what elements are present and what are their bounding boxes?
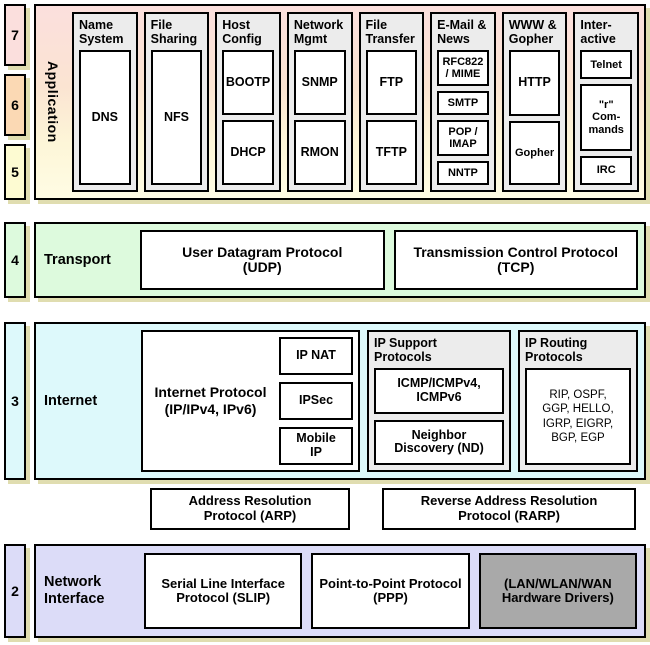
protocol-box-smtp: SMTP [437, 91, 489, 115]
internet-protocol-box: Internet Protocol (IP/IPv4, IPv6) IP NAT… [141, 330, 360, 472]
arp-box: Address Resolution Protocol (ARP) [150, 488, 350, 530]
protocol-box-nfs: NFS [150, 50, 203, 185]
internet-protocol-title: Internet Protocol (IP/IPv4, IPv6) [154, 384, 267, 417]
protocol-box-pop-imap: POP / IMAP [437, 120, 489, 157]
network-interface-box-1: Point-to-Point Protocol (PPP) [311, 553, 470, 629]
protocol-box-telnet: Telnet [580, 50, 632, 80]
protocol-box-mobile-ip: Mobile IP [279, 427, 353, 465]
application-column-title: Host Config [222, 18, 262, 46]
ip-support-protocol-box-0: ICMP/ICMPv4, ICMPv6 [374, 368, 504, 414]
application-column-items: DNS [79, 50, 131, 185]
network-interface-protocol-boxes: Serial Line Interface Protocol (SLIP)Poi… [144, 553, 637, 629]
application-column-title: File Transfer [365, 18, 415, 46]
layer-number-6: 6 [4, 74, 26, 136]
rarp-box: Reverse Address Resolution Protocol (RAR… [382, 488, 636, 530]
network-interface-box-0: Serial Line Interface Protocol (SLIP) [144, 553, 303, 629]
protocol-box-dns: DNS [79, 50, 131, 185]
protocol-box-http: HTTP [508, 50, 561, 116]
internet-layer-panel: Internet Internet Protocol (IP/IPv4, IPv… [34, 322, 646, 480]
application-column-items: RFC822 / MIME SMTP POP / IMAP NNTP [437, 50, 489, 185]
application-column-title: WWW & Gopher [508, 18, 557, 46]
network-interface-layer-panel: Network Interface Serial Line Interface … [34, 544, 646, 638]
application-column-title: Network Mgmt [293, 18, 344, 46]
protocol-box-ipsec: IPSec [279, 382, 353, 420]
protocol-box-rfc822-mime: RFC822 / MIME [437, 50, 489, 87]
ip-routing-protocol-box-0: RIP, OSPF, GGP, HELLO, IGRP, EIGRP, BGP,… [525, 368, 631, 465]
protocol-box-bootp: BOOTP [222, 50, 274, 115]
application-column-title: E-Mail & News [437, 18, 487, 46]
application-layer-label-text: Application [45, 61, 61, 143]
protocol-box-dhcp: DHCP [222, 120, 274, 185]
network-interface-layer-label: Network Interface [44, 574, 105, 607]
protocol-box-ip-nat: IP NAT [279, 337, 353, 375]
ip-routing-protocols-items: RIP, OSPF, GGP, HELLO, IGRP, EIGRP, BGP,… [525, 368, 631, 465]
ip-routing-protocols-title: IP Routing Protocols [525, 336, 588, 364]
application-layer-label: Application [38, 8, 68, 196]
transport-layer-panel: Transport User Datagram Protocol (UDP)Tr… [34, 222, 646, 298]
application-column-title: File Sharing [150, 18, 198, 46]
protocol-box-nntp: NNTP [437, 161, 489, 185]
protocol-box-snmp: SNMP [293, 50, 346, 115]
layer-number-7: 7 [4, 4, 26, 66]
layer-number-4: 4 [4, 222, 26, 298]
network-interface-box-2: (LAN/WLAN/WAN Hardware Drivers) [478, 553, 637, 629]
protocol-box-ftp: FTP [365, 50, 418, 115]
ip-support-protocol-box-1: Neighbor Discovery (ND) [374, 419, 504, 465]
layer-number-3: 3 [4, 322, 26, 480]
protocol-box-tftp: TFTP [365, 120, 418, 185]
application-column-title: Inter- active [580, 18, 616, 46]
protocol-box-r-com-mands: "r" Com- mands [580, 84, 632, 151]
protocol-box-irc: IRC [580, 155, 632, 186]
application-column-items: NFS [150, 50, 203, 185]
transport-protocol-box-1: Transmission Control Protocol (TCP) [393, 230, 638, 290]
ip-routing-protocols-group: IP Routing Protocols RIP, OSPF, GGP, HEL… [518, 330, 638, 472]
transport-protocol-box-0: User Datagram Protocol (UDP) [140, 230, 385, 290]
protocol-box-rmon: RMON [293, 120, 346, 185]
transport-layer-label: Transport [44, 251, 111, 268]
layer-number-2: 2 [4, 544, 26, 638]
protocol-box-gopher: Gopher [508, 120, 561, 185]
ip-support-protocols-title: IP Support Protocols [374, 336, 437, 364]
ip-support-protocols-group: IP Support Protocols ICMP/ICMPv4, ICMPv6… [367, 330, 511, 472]
layer-number-5: 5 [4, 144, 26, 200]
transport-protocol-boxes: User Datagram Protocol (UDP)Transmission… [140, 230, 638, 290]
internet-layer-label: Internet [44, 392, 98, 409]
application-column-title: Name System [79, 18, 124, 46]
